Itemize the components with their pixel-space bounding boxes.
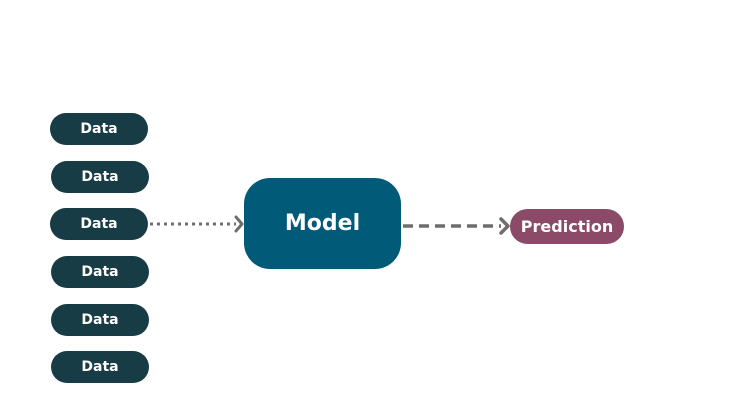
data-node: Data <box>51 256 149 288</box>
model-label: Model <box>284 211 361 236</box>
model-node: Model <box>244 178 401 269</box>
model-to-prediction-arrowhead <box>499 217 510 235</box>
data-node-label: Data <box>80 216 118 232</box>
data-node-label: Data <box>81 312 119 328</box>
data-node: Data <box>51 161 149 193</box>
data-to-model-arrowhead <box>234 215 244 233</box>
data-node: Data <box>51 304 149 336</box>
data-node-label: Data <box>81 359 119 375</box>
data-node: Data <box>51 351 149 383</box>
data-node: Data <box>50 208 148 240</box>
prediction-node: Prediction <box>510 209 624 244</box>
data-node-label: Data <box>81 169 119 185</box>
prediction-label: Prediction <box>520 217 614 236</box>
data-node-label: Data <box>80 121 118 137</box>
data-node: Data <box>50 113 148 145</box>
data-node-label: Data <box>81 264 119 280</box>
